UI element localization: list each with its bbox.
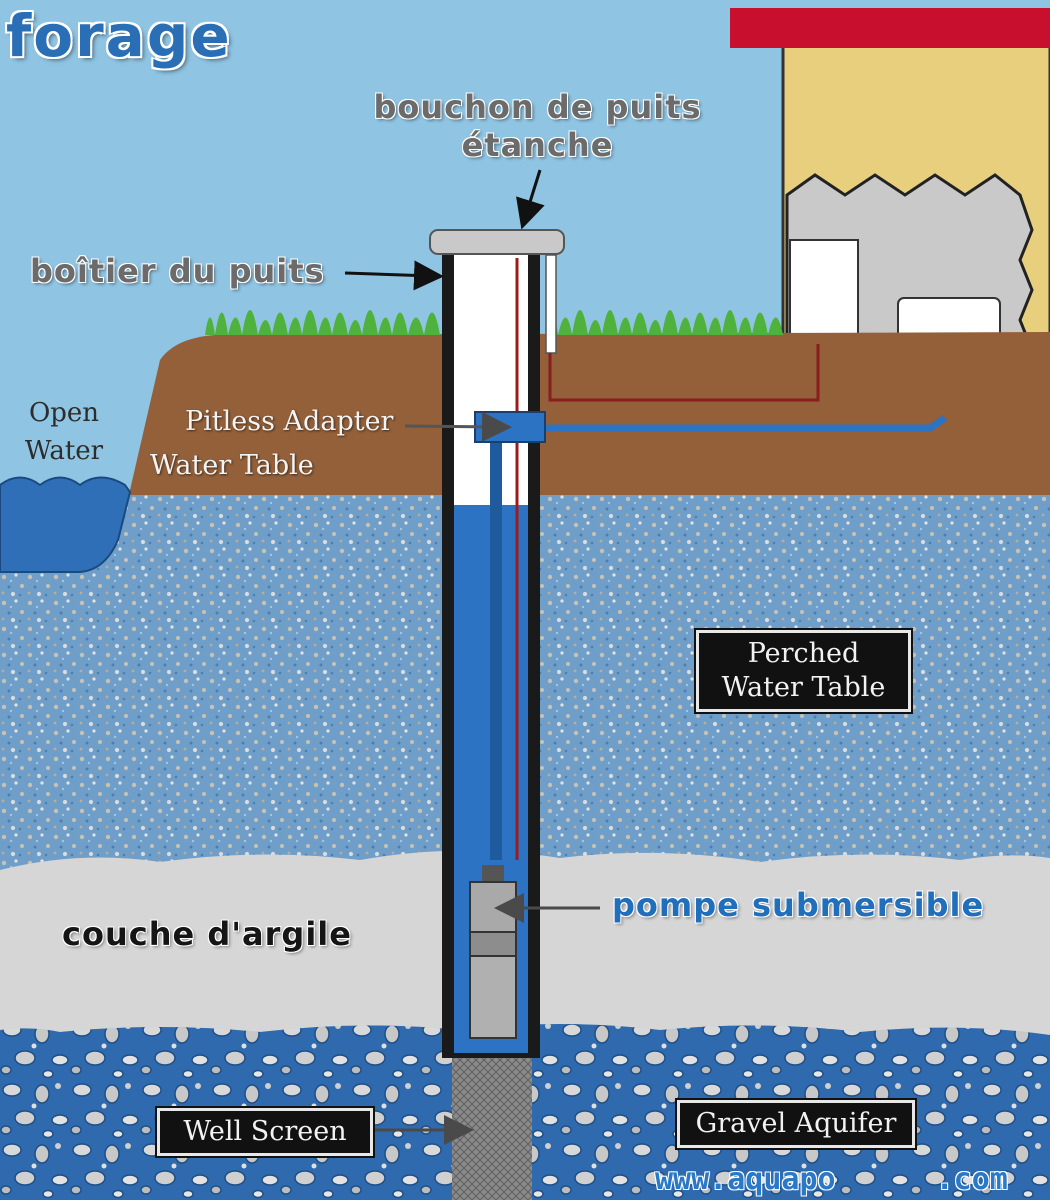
arrow-well-cap	[516, 169, 545, 230]
gravel-aquifer-label: Gravel Aquifer	[677, 1100, 915, 1148]
open-water-label: Open Water	[14, 394, 114, 470]
perched-water-table-label: Perched Water Table	[696, 630, 911, 712]
open-water-pond	[0, 476, 132, 573]
perched-water-table-line1: Perched	[747, 638, 860, 669]
clay-layer-label: couche d'argile	[62, 915, 352, 953]
well-screen-label: Well Screen	[157, 1108, 373, 1156]
well-cap-label: bouchon de puits étanche	[365, 88, 710, 164]
well-cap	[429, 229, 565, 255]
perched-water-table-line2: Water Table	[721, 672, 886, 703]
submersible-pump-label: pompe submersible	[612, 886, 985, 924]
submersible-pump	[469, 865, 517, 1039]
well-cap-label-line1: bouchon de puits	[373, 88, 702, 126]
well-cap-label-line2: étanche	[461, 126, 614, 164]
page-title: forage	[6, 2, 232, 70]
arrow-pitless-adapter	[404, 411, 512, 442]
pitless-adapter-label: Pitless Adapter	[185, 406, 394, 437]
well-screen	[452, 1058, 532, 1200]
soil-layer	[130, 332, 1050, 495]
open-water-label-line2: Water	[24, 436, 104, 466]
arrow-well-casing	[344, 260, 444, 291]
well-casing-label: boîtier du puits	[30, 252, 325, 290]
water-table-label: Water Table	[150, 450, 314, 481]
watermark-end: .com	[935, 1162, 1008, 1197]
grass	[205, 310, 783, 335]
electric-wire	[548, 344, 820, 402]
watermark: www.aquapo .com	[655, 1162, 1008, 1197]
watermark-text: www.aquapo	[655, 1162, 836, 1197]
water-line	[545, 415, 947, 432]
open-water-label-line1: Open	[28, 398, 100, 428]
